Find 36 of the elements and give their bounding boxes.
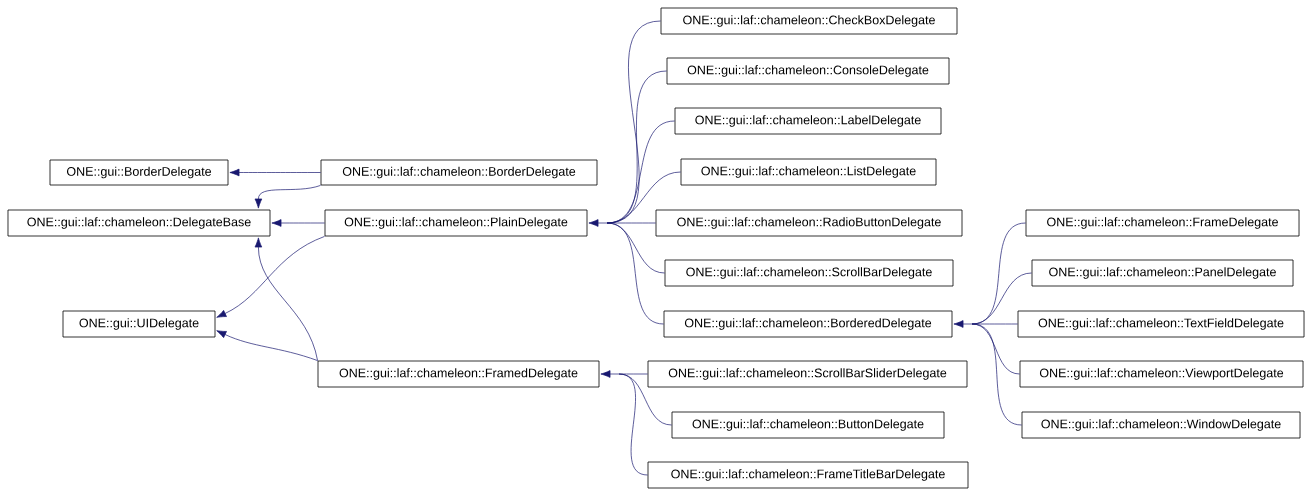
class-box: ONE::gui::laf::chameleon::ButtonDelegate (671, 411, 945, 439)
arrow (953, 320, 973, 328)
connector-line (606, 222, 656, 224)
class-box: ONE::gui::laf::chameleon::WindowDelegate (1021, 411, 1301, 439)
arrow (229, 168, 321, 177)
class-box: ONE::gui::laf::chameleon::RadioButtonDelegate (655, 209, 963, 237)
connector-line (618, 373, 648, 375)
class-box: ONE::gui::laf::chameleon::FrameTitleBarDelegate (647, 461, 969, 489)
connector-line (971, 323, 1022, 426)
class-box: ONE::gui::laf::chameleon::DelegateBase (7, 209, 271, 237)
class-box: ONE::gui::laf::chameleon::FramedDelegate (317, 360, 600, 388)
arrow (216, 236, 325, 318)
class-box: ONE::gui::laf::chameleon::TextFieldDelegate (1017, 310, 1305, 338)
arrow (588, 219, 608, 227)
class-box: ONE::gui::laf::chameleon::PanelDelegate (1031, 259, 1294, 287)
class-box: ONE::gui::laf::chameleon::ViewportDelegate (1019, 360, 1304, 388)
arrow (600, 370, 620, 378)
class-box: ONE::gui::laf::chameleon::ScrollBarSliderDelegate (647, 360, 968, 388)
arrow (271, 219, 325, 227)
class-box: ONE::gui::laf::chameleon::ConsoleDelegate (666, 57, 950, 85)
class-box: ONE::gui::laf::chameleon::PlainDelegate (324, 209, 588, 237)
class-box: ONE::gui::laf::chameleon::LabelDelegate (674, 107, 942, 135)
class-box: ONE::gui::BorderDelegate (49, 159, 229, 186)
arrow (254, 237, 318, 361)
class-box: ONE::gui::laf::chameleon::FrameDelegate (1025, 209, 1300, 237)
arrow (216, 330, 318, 361)
class-box: ONE::gui::laf::chameleon::ListDelegate (680, 158, 937, 186)
connector-line (606, 222, 664, 325)
class-box: ONE::gui::laf::chameleon::BorderedDelegate (663, 310, 953, 338)
class-box: ONE::gui::laf::chameleon::BorderDelegate (320, 159, 598, 186)
arrow (254, 185, 321, 209)
connector-line (618, 373, 648, 476)
class-box: ONE::gui::UIDelegate (62, 310, 216, 338)
class-box: ONE::gui::laf::chameleon::CheckBoxDelegate (660, 7, 958, 35)
connector-line (971, 323, 1018, 325)
class-box: ONE::gui::laf::chameleon::ScrollBarDelegate (664, 259, 954, 287)
